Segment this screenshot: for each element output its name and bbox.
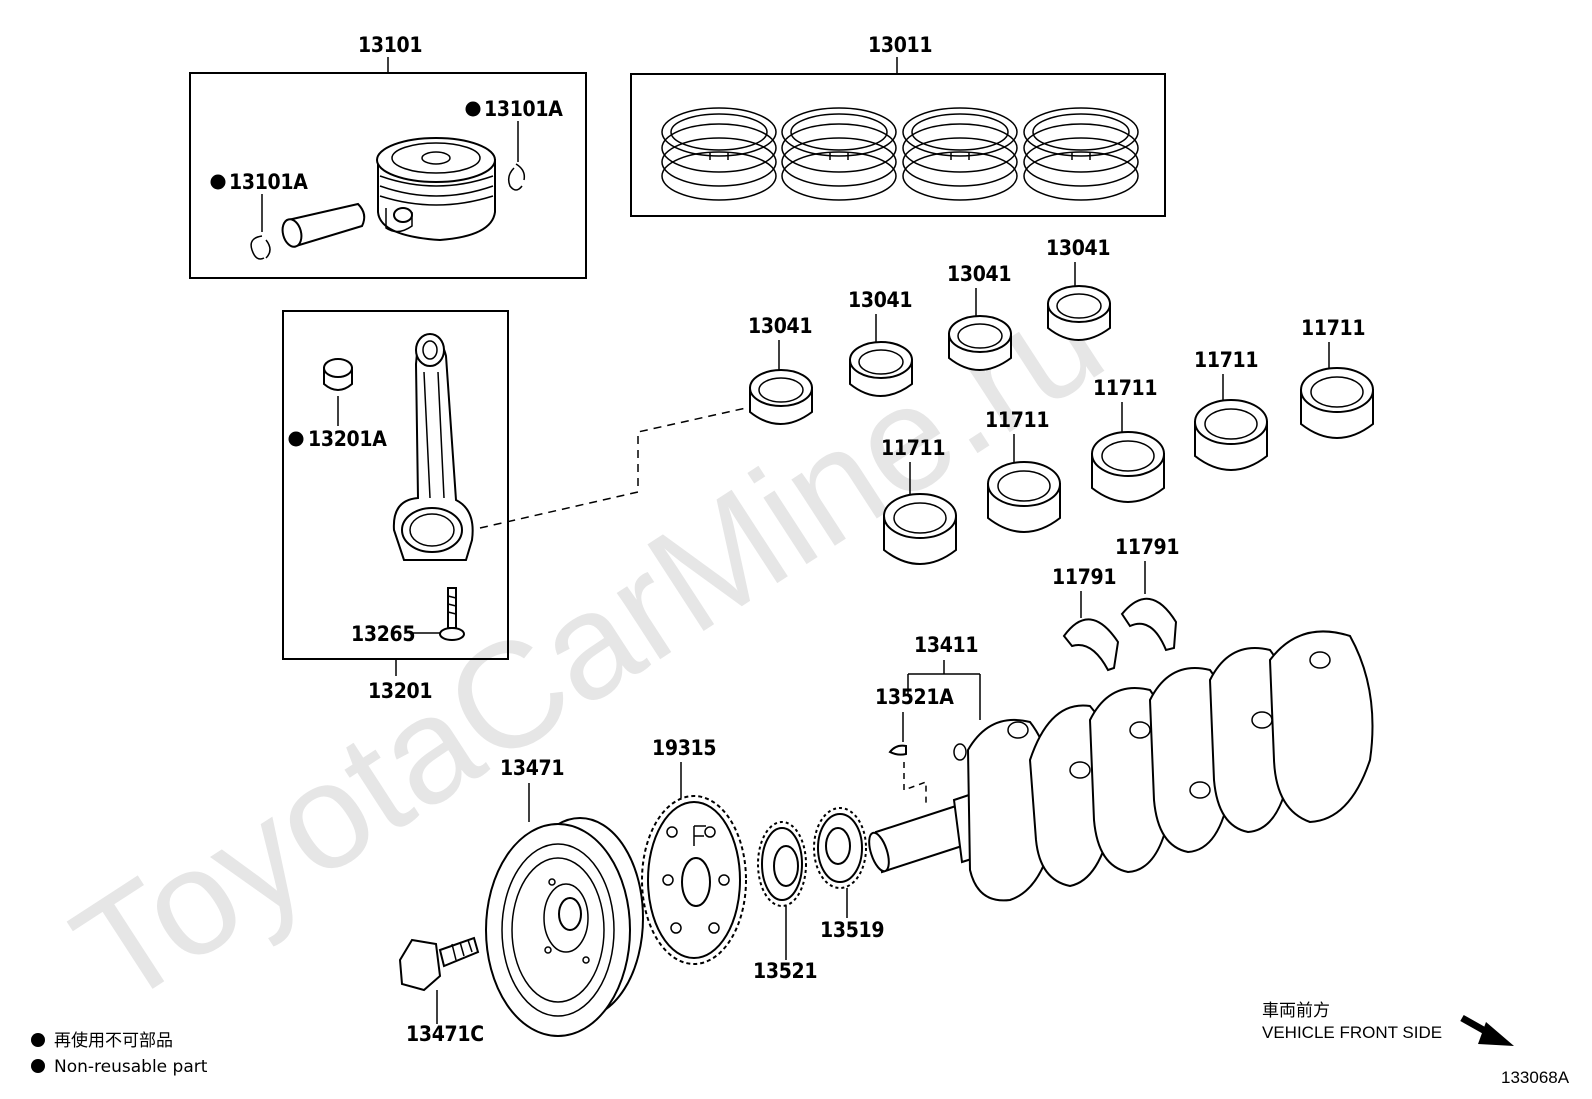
rod-bush[interactable] — [323, 358, 353, 391]
rod-bearing-2[interactable] — [849, 341, 913, 397]
piston-ring-stack-2[interactable] — [781, 107, 897, 201]
label-crankshaft-key[interactable]: 13521A — [875, 685, 955, 709]
ring-set-box — [630, 73, 1166, 217]
label-main-bearing-3[interactable]: 11711 — [1093, 376, 1158, 400]
crankshaft-key[interactable] — [888, 744, 907, 756]
thrust-washer-2[interactable] — [1120, 597, 1178, 652]
connecting-rod[interactable] — [392, 333, 474, 561]
crankshaft-pulley[interactable] — [485, 817, 644, 1037]
piston-ring-stack-3[interactable] — [902, 107, 1018, 201]
label-rod-bearing-3[interactable]: 13041 — [947, 262, 1012, 286]
rod-bearing-3[interactable] — [948, 315, 1012, 371]
main-bearing-4[interactable] — [1194, 399, 1268, 471]
timing-rotor[interactable] — [641, 795, 747, 965]
non-reusable-mark-bush — [288, 431, 304, 447]
front-label-en: VEHICLE FRONT SIDE — [1262, 1023, 1442, 1042]
label-main-bearing-1[interactable]: 11711 — [881, 436, 946, 460]
label-piston-set[interactable]: 13101 — [358, 33, 423, 57]
label-rod-bearing-4[interactable]: 13041 — [1046, 236, 1111, 260]
legend-bullet-en — [31, 1059, 45, 1073]
label-pulley[interactable]: 13471 — [500, 756, 565, 780]
label-main-bearing-5[interactable]: 11711 — [1301, 316, 1366, 340]
label-crank-gear[interactable]: 13521 — [753, 959, 818, 983]
non-reusable-mark-right — [465, 101, 481, 117]
crankshaft-timing-gear[interactable] — [757, 821, 807, 907]
main-bearing-2[interactable] — [987, 461, 1061, 533]
main-bearing-1[interactable] — [883, 493, 957, 565]
non-reusable-mark-left — [210, 174, 226, 190]
label-main-bearing-4[interactable]: 11711 — [1194, 348, 1259, 372]
piston[interactable] — [376, 137, 496, 242]
piston-ring-stack-4[interactable] — [1023, 107, 1139, 201]
piston-pin[interactable] — [280, 202, 366, 249]
label-rod-bearing-2[interactable]: 13041 — [848, 288, 913, 312]
front-arrow-icon — [1460, 1014, 1514, 1046]
snap-ring-right[interactable] — [507, 163, 526, 191]
label-connecting-rod[interactable]: 13201 — [368, 679, 433, 703]
crankshaft-sprocket[interactable] — [813, 807, 867, 889]
label-crank-sprocket[interactable]: 13519 — [820, 918, 885, 942]
rod-bearing-4[interactable] — [1047, 285, 1111, 341]
label-timing-rotor[interactable]: 19315 — [652, 736, 717, 760]
snap-ring-left[interactable] — [250, 235, 271, 260]
main-bearing-5[interactable] — [1300, 367, 1374, 439]
label-rod-bolt[interactable]: 13265 — [351, 622, 416, 646]
figure-code: 133068A — [1501, 1068, 1570, 1087]
label-rod-bearing-1[interactable]: 13041 — [748, 314, 813, 338]
thrust-washer-1[interactable] — [1062, 618, 1120, 672]
crankshaft[interactable] — [865, 630, 1374, 902]
label-main-bearing-2[interactable]: 11711 — [985, 408, 1050, 432]
label-ring-set[interactable]: 13011 — [868, 33, 933, 57]
pulley-bolt[interactable] — [398, 936, 480, 992]
label-crankshaft[interactable]: 13411 — [914, 633, 979, 657]
main-bearing-3[interactable] — [1091, 431, 1165, 503]
piston-set-box — [189, 72, 587, 279]
front-label-jp: 車両前方 — [1262, 1001, 1330, 1020]
label-thrust-washer-2[interactable]: 11791 — [1115, 535, 1180, 559]
label-rod-bush[interactable]: 13201A — [308, 427, 388, 451]
label-snap-ring-left[interactable]: 13101A — [229, 170, 309, 194]
label-thrust-washer-1[interactable]: 11791 — [1052, 565, 1117, 589]
legend-jp: 再使用不可部品 — [54, 1030, 173, 1051]
connecting-rod-box — [282, 310, 509, 660]
legend-en: Non-reusable part — [54, 1057, 208, 1077]
label-pulley-bolt[interactable]: 13471C — [406, 1022, 484, 1046]
rod-bearing-1[interactable] — [749, 369, 813, 425]
rod-bolt[interactable] — [439, 587, 465, 641]
legend-bullet-jp — [31, 1033, 45, 1047]
piston-ring-stack-1[interactable] — [661, 107, 777, 201]
label-snap-ring-right[interactable]: 13101A — [484, 97, 564, 121]
